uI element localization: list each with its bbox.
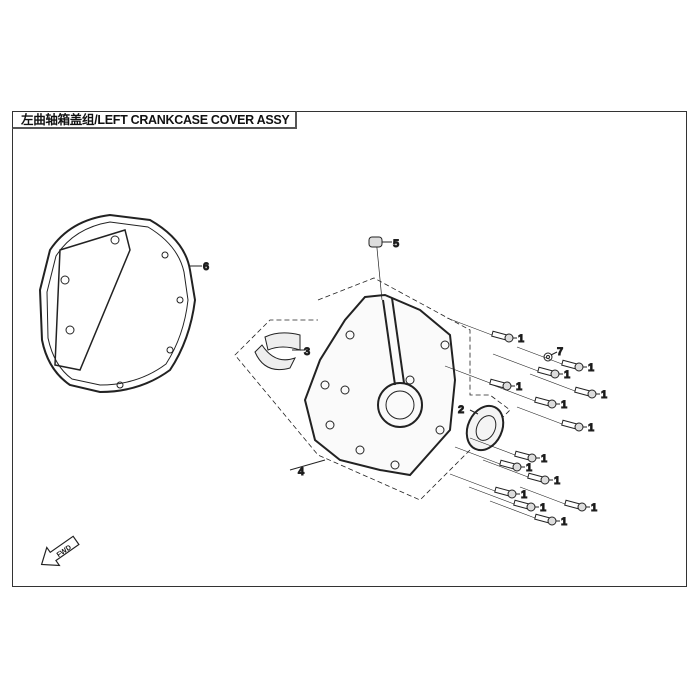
gasket-part-6[interactable] [38,213,197,394]
bolt-part-1[interactable] [482,459,553,485]
cap-part-5[interactable] [368,236,383,248]
callout-5: 5 [393,238,399,250]
bolt-part-1[interactable] [468,486,539,512]
callout-1: 1 [540,502,546,514]
bolt-part-1[interactable] [516,346,587,372]
callout-2: 2 [458,404,464,416]
callout-1: 1 [561,399,567,411]
callout-4: 4 [298,466,305,478]
callout-1: 1 [526,462,532,474]
bolt-part-1[interactable] [492,353,563,379]
callout-1: 1 [541,453,547,465]
bolt-part-1[interactable] [489,500,560,526]
bolt-part-1[interactable] [469,437,540,463]
crankcase-cover-part-4[interactable] [303,293,457,477]
bushing-part-3[interactable] [254,332,301,371]
bolt-part-1[interactable] [516,406,587,432]
bolt-part-1[interactable] [489,383,560,409]
bolt-part-1[interactable] [446,317,517,343]
bolt-part-1[interactable] [454,446,525,472]
callout-1: 1 [601,389,607,401]
callout-1: 1 [561,516,567,528]
callout-1: 1 [588,362,594,374]
diagram-title: 左曲轴箱盖组/LEFT CRANKCASE COVER ASSY [12,111,298,129]
callout-1: 1 [516,381,522,393]
callout-6: 6 [203,261,209,273]
bolt-part-1[interactable] [529,373,600,399]
bolt-part-1[interactable] [519,486,590,512]
oil-seal-part-2[interactable] [460,400,510,456]
callout-7: 7 [557,346,563,358]
callout-1: 1 [588,422,594,434]
callout-1: 1 [518,333,524,345]
bolt-part-1[interactable] [449,473,520,499]
forward-arrow-icon: FWD [40,535,80,567]
callout-1: 1 [591,502,597,514]
callout-1: 1 [554,475,560,487]
callout-3: 3 [304,346,310,358]
callout-1: 1 [564,369,570,381]
diagram-frame [12,111,687,587]
bolt-part-1[interactable] [444,365,515,391]
callout-1: 1 [521,489,527,501]
